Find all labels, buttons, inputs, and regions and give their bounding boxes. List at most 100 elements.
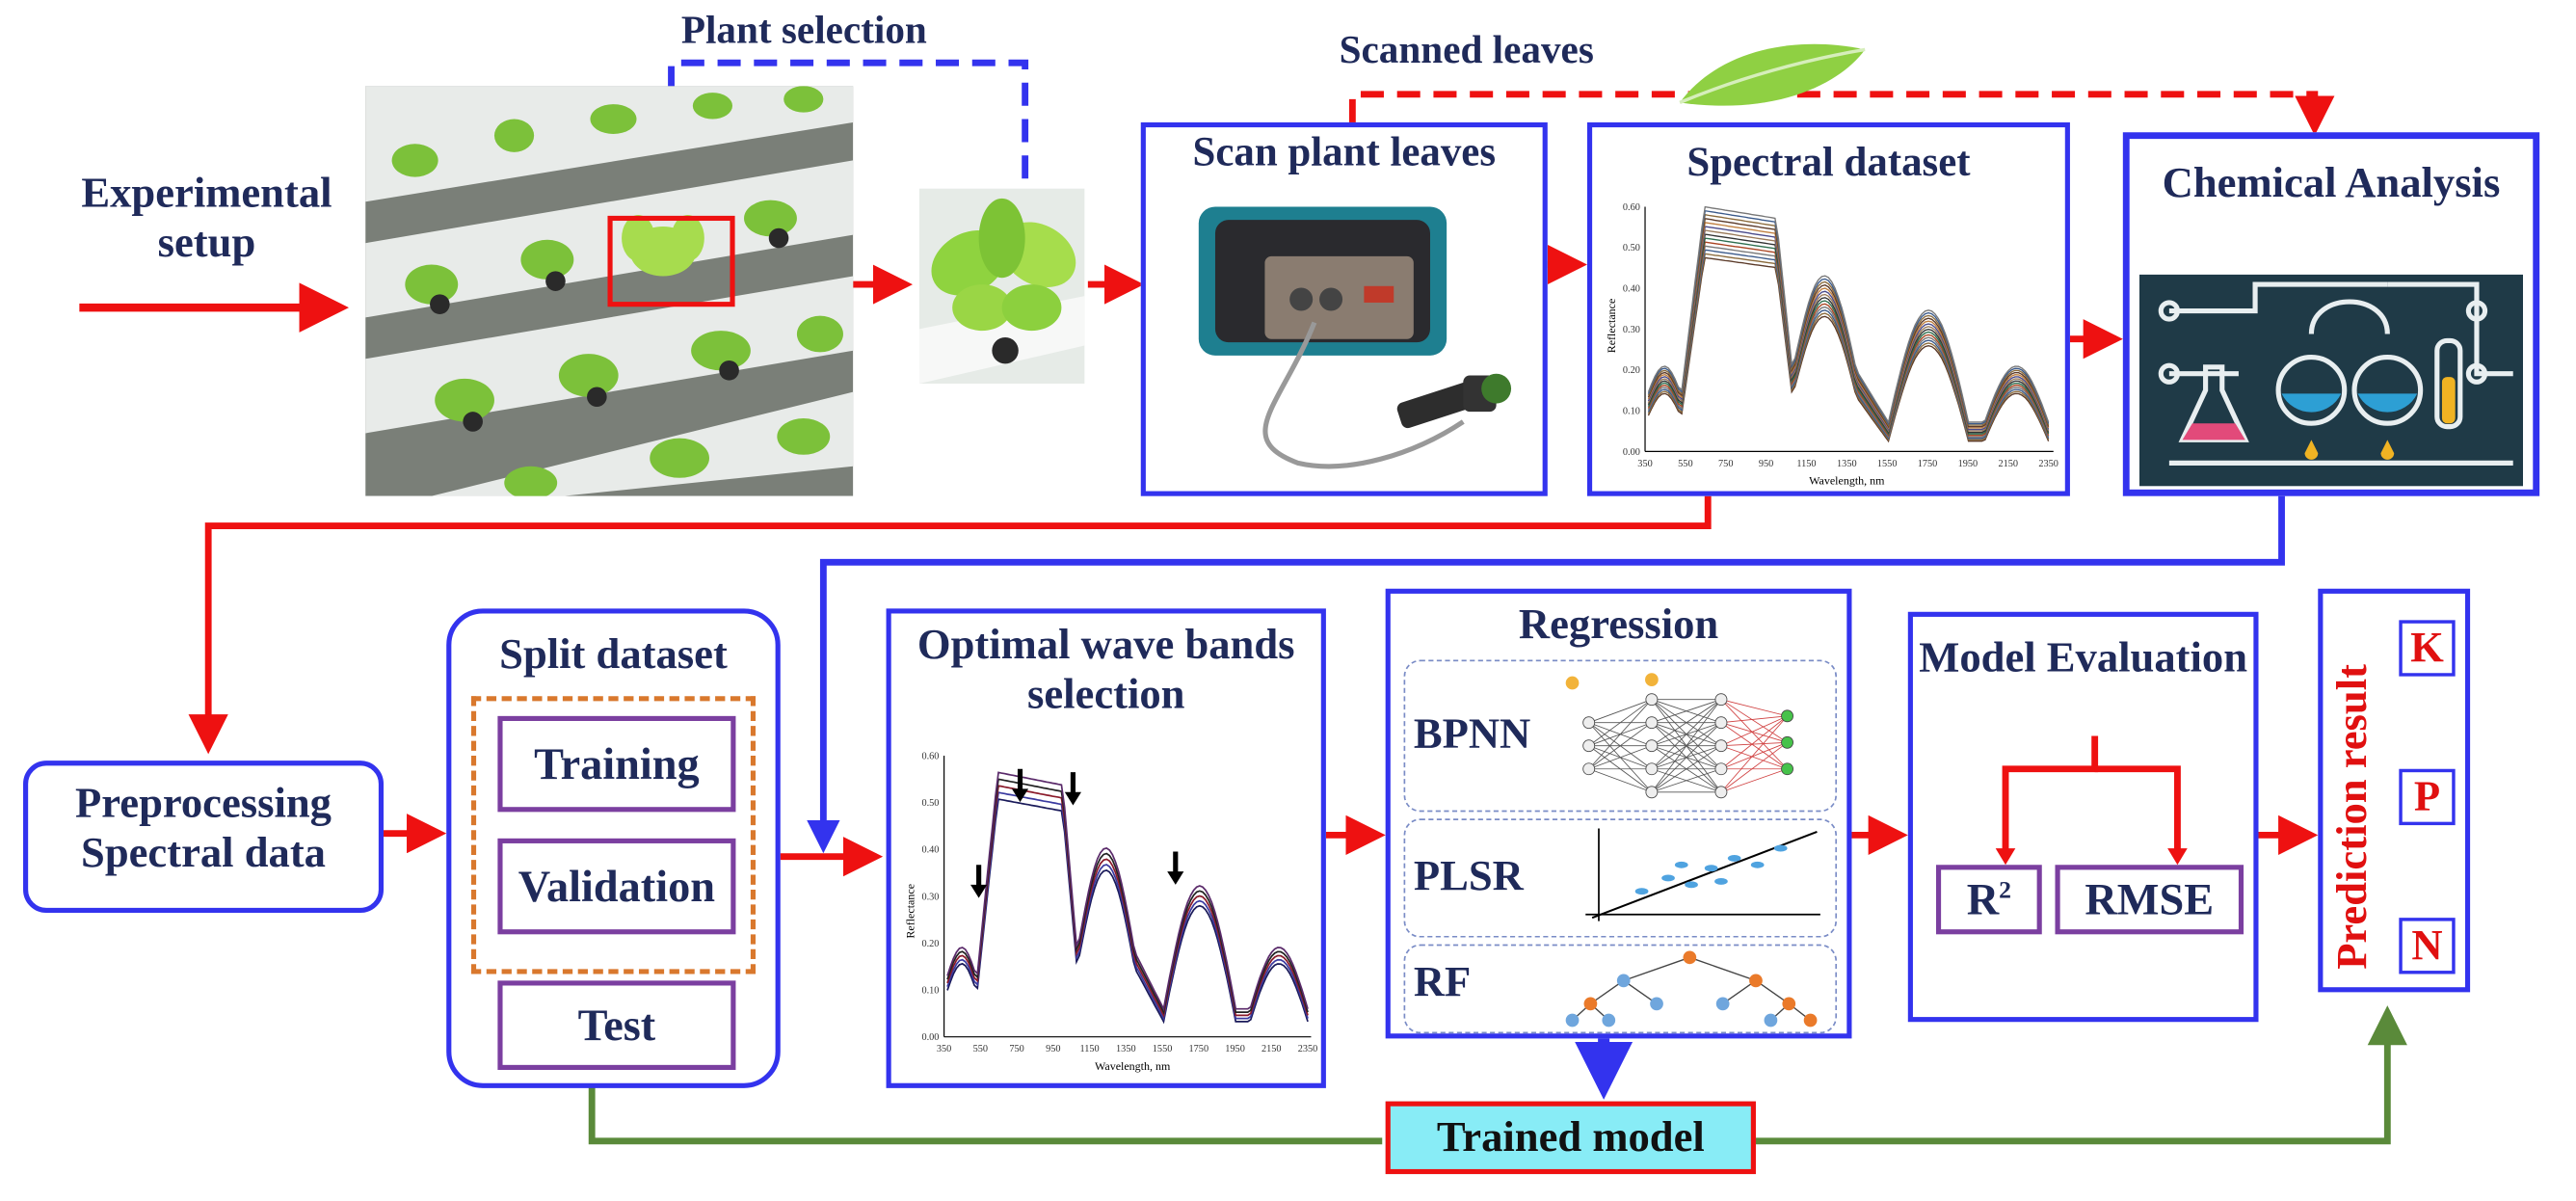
x-tick-label: 1550 <box>1153 1044 1173 1054</box>
y-tick-label: 0.20 <box>1623 365 1640 376</box>
nn-edge <box>1651 699 1722 724</box>
spectral-y-label: Reflectance <box>1605 299 1618 354</box>
y-tick-label: 0.30 <box>1623 325 1640 335</box>
nn-node <box>1781 735 1793 749</box>
spectrum-line <box>946 798 1309 1025</box>
neural-net-icon <box>1565 673 1793 799</box>
x-tick-label: 350 <box>937 1044 951 1054</box>
y-tick-label: 0.10 <box>921 986 939 997</box>
nn-node <box>1565 676 1580 690</box>
x-tick-label: 750 <box>1718 459 1733 469</box>
nn-node <box>1781 709 1793 723</box>
regression-title: Regression <box>1518 600 1719 649</box>
spectrum-line <box>1647 229 2050 433</box>
x-tick-label: 1150 <box>1796 459 1816 469</box>
split-dataset-box: Split dataset Training Validation Test <box>446 608 781 1088</box>
x-tick-label: 1550 <box>1877 459 1898 469</box>
plsr-label: PLSR <box>1413 851 1524 900</box>
nn-edge <box>1720 741 1788 770</box>
x-tick-label: 350 <box>1637 459 1652 469</box>
nn-edge <box>1720 745 1788 770</box>
bands-x-label: Wavelength, nm <box>1095 1059 1171 1073</box>
y-tick-label: 0.40 <box>921 845 939 856</box>
x-tick-label: 1950 <box>1225 1044 1245 1054</box>
x-tick-label: 1750 <box>1189 1044 1209 1054</box>
nn-edge <box>1588 768 1653 793</box>
band-arrowhead <box>970 884 988 898</box>
nn-node <box>1645 739 1659 753</box>
spectral-reflectance-chart: Reflectance 0.000.100.200.300.400.500.60… <box>1605 202 2058 488</box>
training-label: Training <box>534 738 700 788</box>
spectrum-line <box>1647 226 2050 432</box>
model-evaluation-title: Model Evaluation <box>1919 633 2248 681</box>
band-marker-arrows <box>970 768 1184 898</box>
y-tick-label: 0.30 <box>921 892 939 902</box>
x-tick-label: 1150 <box>1079 1044 1099 1054</box>
nn-edge <box>1720 715 1788 747</box>
r2-box: R2 <box>1935 865 2042 935</box>
n-box: N <box>2399 918 2456 974</box>
train-val-dashed-group <box>470 696 757 974</box>
nn-edge <box>1720 741 1788 793</box>
x-tick-label: 950 <box>1759 459 1773 469</box>
experimental-setup-label: Experimental setup <box>81 168 332 267</box>
scatter-plot-icon <box>1585 828 1820 921</box>
nn-edge <box>1588 699 1653 724</box>
band-arrowhead <box>1011 788 1029 803</box>
preprocessing-box: Preprocessing Spectral data <box>23 761 385 914</box>
x-tick-label: 2350 <box>2038 459 2058 469</box>
prediction-result-label: Prediction result <box>2327 664 2377 970</box>
nn-edge <box>1588 699 1653 770</box>
y-tick-label: 0.60 <box>1623 202 1640 213</box>
nn-edge <box>1588 722 1653 770</box>
spectrum-line <box>946 785 1309 1018</box>
nn-edge <box>1651 699 1722 770</box>
nn-node <box>1645 786 1659 799</box>
y-tick-label: 0.60 <box>921 751 939 761</box>
nn-edge <box>1588 699 1653 747</box>
x-tick-label: 1950 <box>1958 459 1978 469</box>
regression-box: Regression BPNN PLSR RF <box>1385 588 1852 1039</box>
x-tick-label: 950 <box>1046 1044 1060 1054</box>
bpnn-label: BPNN <box>1413 708 1531 758</box>
nn-node <box>1645 716 1659 730</box>
rmse-label: RMSE <box>2085 873 2215 924</box>
nn-edge <box>1720 741 1788 747</box>
nn-edge <box>1720 715 1788 724</box>
spectral-dataset-title: Spectral dataset <box>1686 140 1971 186</box>
evaluation-branch <box>1995 735 2188 866</box>
k-box: K <box>2399 620 2456 677</box>
plant-selection-label: Plant selection <box>680 10 927 53</box>
x-tick-label: 1750 <box>1918 459 1938 469</box>
bands-y-label: Reflectance <box>904 884 917 939</box>
split-dataset-title: Split dataset <box>499 629 728 679</box>
hydroponic-plants-image <box>365 86 854 496</box>
x-tick-label: 1350 <box>1837 459 1857 469</box>
y-tick-label: 0.00 <box>1623 447 1640 458</box>
rf-label: RF <box>1413 957 1472 1006</box>
rf-panel <box>1403 944 1838 1034</box>
plsr-panel <box>1403 818 1838 938</box>
validation-label: Validation <box>518 860 716 911</box>
nn-node <box>1714 762 1728 776</box>
chemical-analysis-box: Chemical Analysis <box>2122 132 2540 496</box>
optimal-bands-box: Optimal wave bands selection Reflectance… <box>886 608 1326 1088</box>
nn-node <box>1582 739 1596 753</box>
spectrum-line <box>946 791 1309 1022</box>
flask-icon <box>2138 274 2524 487</box>
nn-edge <box>1651 768 1722 793</box>
selected-plant-image <box>918 188 1085 385</box>
nn-node <box>1714 786 1728 799</box>
nn-edge <box>1720 715 1788 770</box>
nn-node <box>1714 739 1728 753</box>
training-box: Training <box>497 715 736 813</box>
x-tick-label: 2150 <box>1261 1044 1282 1054</box>
nn-node <box>1645 673 1659 686</box>
nn-edge <box>1720 715 1788 793</box>
y-tick-label: 0.20 <box>921 939 939 949</box>
nn-edge <box>1720 722 1788 770</box>
x-tick-label: 2350 <box>1298 1044 1318 1054</box>
